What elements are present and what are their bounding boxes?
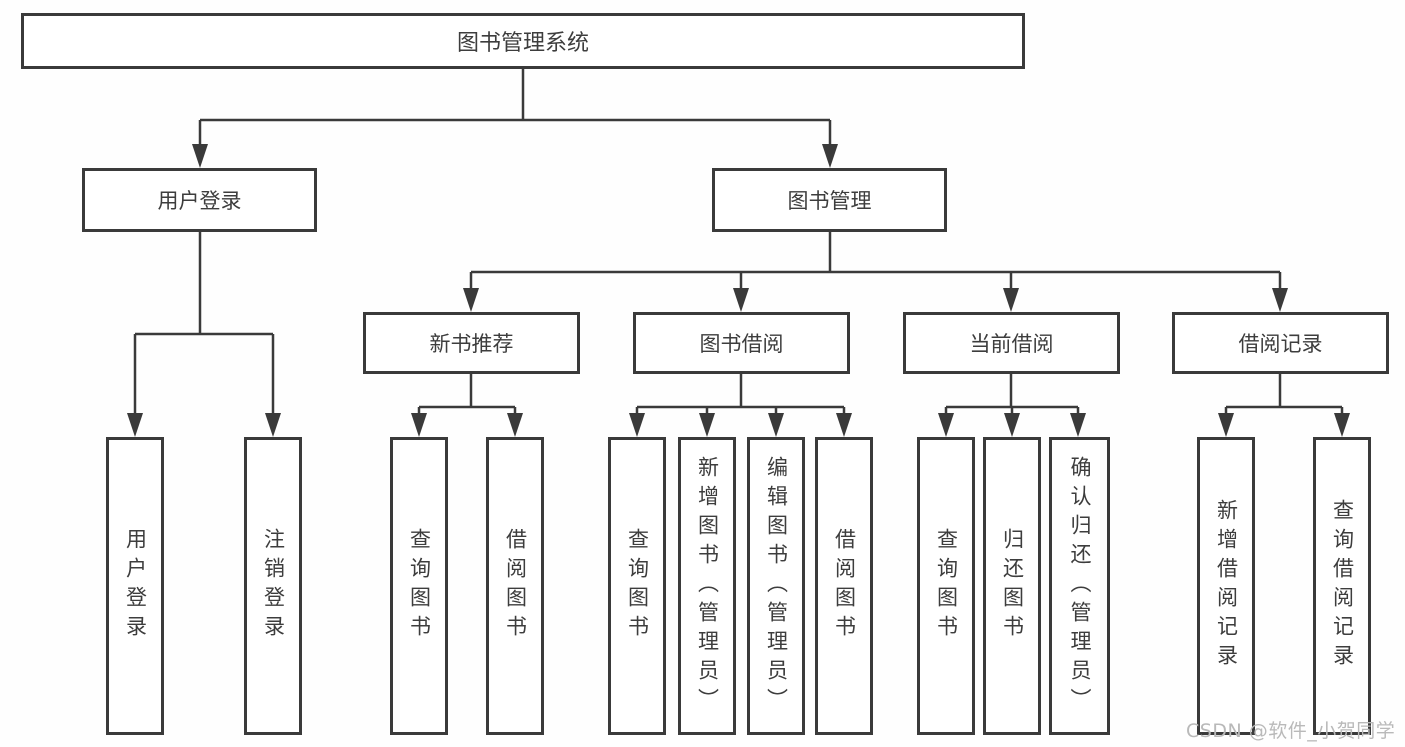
node-label: 编辑图书（管理员） <box>764 455 789 717</box>
node-user-login-group: 用户登录 <box>82 168 317 232</box>
node-root-system: 图书管理系统 <box>21 13 1025 69</box>
node-leaf-query-books-2: 查询图书 <box>608 437 666 735</box>
node-label: 查询图书 <box>407 528 432 644</box>
node-leaf-query-books-3: 查询图书 <box>917 437 975 735</box>
node-label: 图书管理系统 <box>456 31 589 56</box>
node-current-borrow: 当前借阅 <box>903 312 1120 374</box>
node-label: 确认归还（管理员） <box>1068 455 1092 717</box>
node-leaf-edit-book-admin: 编辑图书（管理员） <box>747 437 805 735</box>
node-label: 借阅图书 <box>503 528 528 644</box>
node-leaf-query-borrow-record: 查询借阅记录 <box>1313 437 1371 735</box>
node-label: 借阅图书 <box>832 528 857 644</box>
node-label: 查询图书 <box>625 528 650 644</box>
node-label: 归还图书 <box>1000 528 1025 644</box>
node-label: 图书借阅 <box>699 332 784 356</box>
node-label: 新增借阅记录 <box>1214 499 1239 673</box>
node-leaf-logout: 注销登录 <box>244 437 302 735</box>
node-label: 用户登录 <box>123 528 148 644</box>
node-label: 查询图书 <box>934 528 959 644</box>
node-label: 新书推荐 <box>429 332 514 356</box>
node-leaf-return-book: 归还图书 <box>983 437 1041 735</box>
node-leaf-query-books-1: 查询图书 <box>390 437 448 735</box>
watermark: CSDN @软件_小贺同学 <box>1186 720 1396 742</box>
node-leaf-borrow-books-1: 借阅图书 <box>486 437 544 735</box>
node-leaf-confirm-return-admin: 确认归还（管理员） <box>1049 437 1110 735</box>
node-book-management: 图书管理 <box>712 168 947 232</box>
node-book-borrow: 图书借阅 <box>633 312 850 374</box>
node-label: 查询借阅记录 <box>1330 499 1355 673</box>
node-leaf-add-book-admin: 新增图书（管理员） <box>678 437 736 735</box>
node-label: 借阅记录 <box>1238 332 1323 356</box>
node-new-book-recommend: 新书推荐 <box>363 312 580 374</box>
node-leaf-add-borrow-record: 新增借阅记录 <box>1197 437 1255 735</box>
node-label: 用户登录 <box>157 189 242 213</box>
node-borrow-records: 借阅记录 <box>1172 312 1389 374</box>
node-label: 当前借阅 <box>969 332 1054 356</box>
node-leaf-borrow-books-2: 借阅图书 <box>815 437 873 735</box>
node-leaf-user-login: 用户登录 <box>106 437 164 735</box>
node-label: 图书管理 <box>787 189 872 213</box>
node-label: 新增图书（管理员） <box>695 455 720 717</box>
node-label: 注销登录 <box>261 528 286 644</box>
